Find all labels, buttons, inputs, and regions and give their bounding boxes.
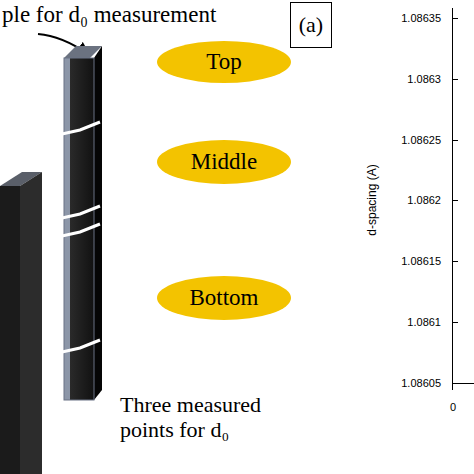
point-name: Top: [206, 49, 241, 75]
point-label: Top: [156, 40, 292, 84]
tick-label: 1.0862: [407, 194, 441, 206]
point-label: Bottom: [156, 275, 292, 321]
panel-tag: (a): [290, 2, 332, 48]
sample-caption: ple for d₀ measurement: [2, 2, 216, 28]
point-name: Bottom: [189, 285, 258, 311]
large-block: [0, 172, 42, 474]
tick-label: 1.0863: [407, 73, 441, 85]
tick-label: 1.0861: [407, 316, 441, 328]
tick-label: 0: [450, 401, 456, 413]
chart-axes: [452, 8, 474, 390]
point-label: Middle: [156, 139, 292, 185]
panel-letter: (a): [299, 12, 323, 38]
tick-label: 1.08605: [401, 377, 441, 389]
point-name: Middle: [191, 149, 257, 175]
tick-label: 1.08625: [401, 134, 441, 146]
cut-lines: [62, 122, 100, 352]
note-text: Three measured points for d₀: [120, 392, 285, 443]
tick-label: 1.08635: [401, 12, 441, 24]
axis-title: d-spacing (A): [365, 164, 379, 235]
tick-label: 1.08615: [401, 255, 441, 267]
